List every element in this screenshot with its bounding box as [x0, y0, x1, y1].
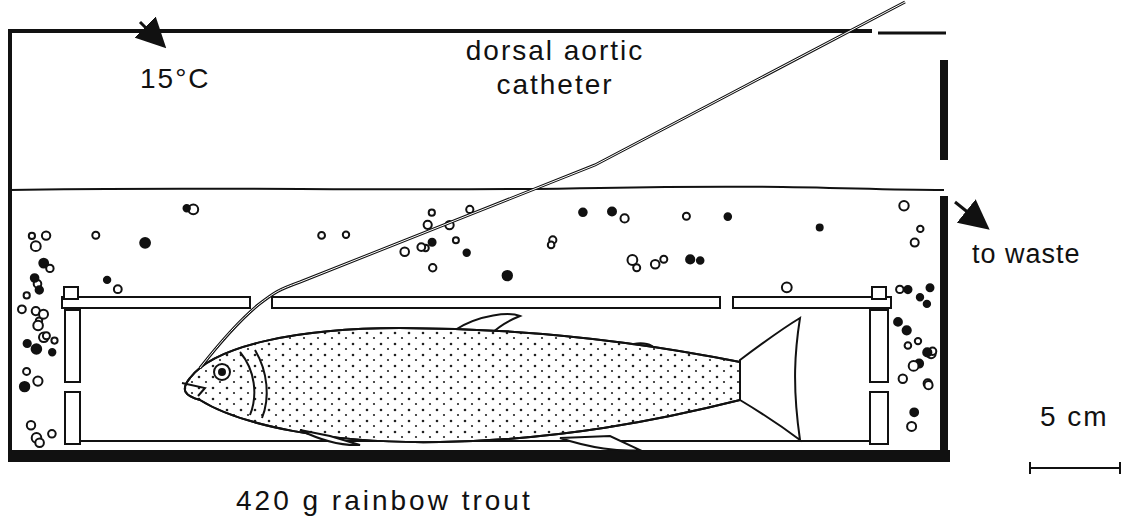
scale-bar — [1030, 462, 1120, 474]
specimen-label: 420 g rainbow trout — [236, 484, 533, 518]
catheter-label: dorsal aortic catheter — [420, 34, 690, 101]
outflow-label: to waste — [972, 238, 1081, 270]
air-bubbles — [18, 201, 936, 447]
catheter-lumen — [200, 2, 905, 368]
outflow-arrow — [955, 202, 985, 226]
fish-holder — [62, 287, 891, 444]
inflow-arrow — [140, 22, 162, 44]
dorsal-aortic-catheter — [200, 2, 905, 368]
tank — [8, 29, 950, 462]
rainbow-trout — [182, 314, 800, 450]
scale-label: 5 cm — [1040, 400, 1109, 434]
temperature-label: 15°C — [140, 62, 211, 96]
